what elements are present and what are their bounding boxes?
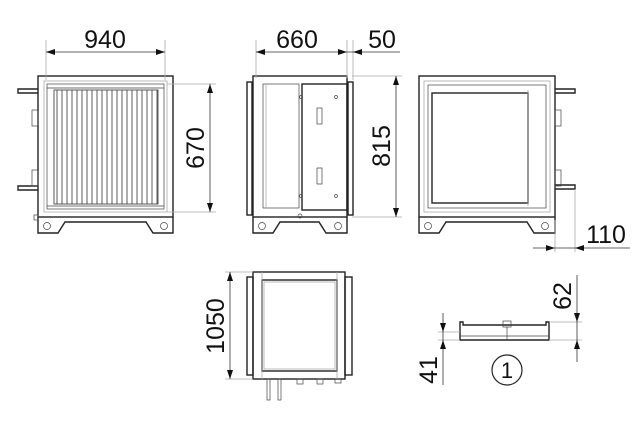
dim-670-label: 670 [182, 127, 210, 169]
top-view [246, 271, 353, 401]
dim-50-label: 50 [368, 26, 396, 54]
dim-41-label: 41 [415, 356, 443, 384]
dim-660-label: 660 [276, 26, 318, 54]
dim-670: 670 [167, 83, 216, 213]
dim-815: 815 [352, 75, 402, 218]
dim-41: 41 [415, 313, 460, 385]
dim-660: 660 50 [255, 26, 400, 80]
dim-110: 110 [533, 189, 630, 252]
callout-1: 1 [491, 354, 523, 386]
rear-view [418, 75, 576, 234]
drip-tray [459, 320, 550, 341]
dim-815-label: 815 [368, 125, 396, 167]
dim-62: 62 [549, 275, 582, 362]
dim-940: 940 [45, 26, 166, 80]
side-view [246, 75, 354, 234]
dim-940-label: 940 [84, 26, 126, 54]
callout-1-label: 1 [501, 358, 513, 383]
dim-62-label: 62 [549, 282, 577, 310]
callout-circle [491, 354, 523, 386]
front-view-coil [17, 75, 174, 234]
dim-110-label: 110 [586, 221, 626, 249]
dim-1050: 1050 [202, 271, 253, 380]
dim-1050-label: 1050 [202, 298, 230, 354]
